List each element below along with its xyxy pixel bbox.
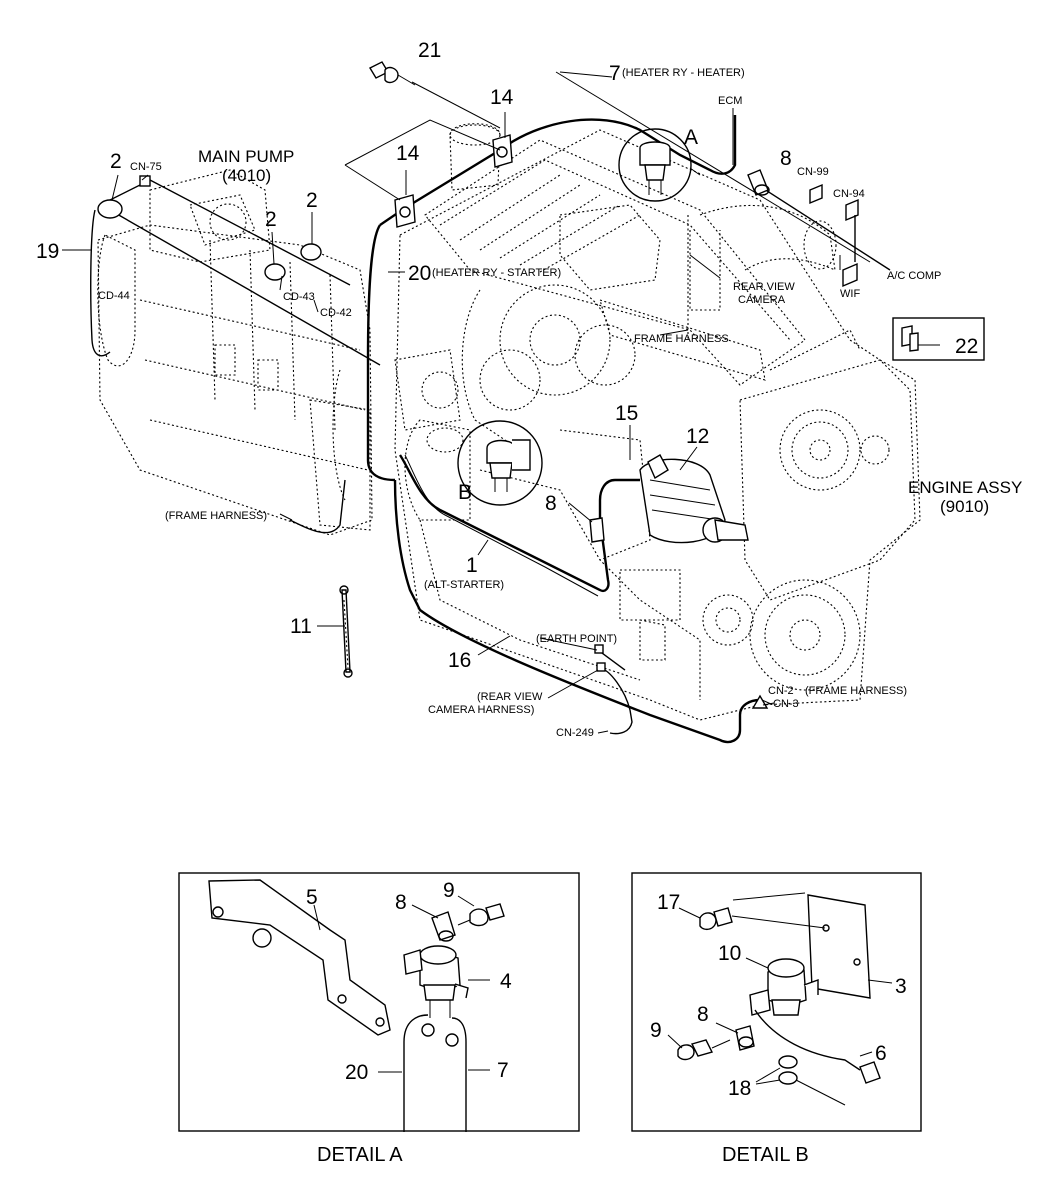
label-engine-assy: ENGINE ASSY [908,478,1022,497]
label-main-pump: MAIN PUMP [198,147,294,166]
detail-a-marker: A [684,126,698,149]
label-cn-3: CN-3 [773,698,799,710]
label-frame-harness-right: (FRAME HARNESS) [805,685,907,697]
detail-a-callout-5: 5 [306,886,318,909]
main-callouts: 21 7 14 14 2 2 2 19 20 8 22 15 12 8 1 11… [36,39,978,672]
detail-b-callout-3: 3 [895,975,907,998]
harness-wires [90,115,891,744]
callout-19: 19 [36,240,59,263]
engine-assembly-drawing [394,123,921,721]
label-frame-harness-top: FRAME HARNESS [634,333,729,345]
part-22-box [892,317,985,361]
label-cn-249: CN-249 [556,727,594,739]
detail-a-callout-9: 9 [443,879,455,902]
callout-7: 7 [609,62,621,85]
label-ecm: ECM [718,95,742,107]
callout-16: 16 [448,649,471,672]
callout-15: 15 [615,402,638,425]
callout-14-lower: 14 [396,142,420,165]
label-cn-94: CN-94 [833,188,865,200]
label-engine-assy-code: (9010) [940,497,989,516]
main-pump-drawing [97,169,373,536]
detail-a-caption: DETAIL A [317,1144,403,1166]
detail-b-panel: 17 10 3 8 9 6 18 DETAIL B [631,872,922,1166]
label-earth-point: (EARTH POINT) [536,633,617,645]
detail-b-callout-8: 8 [697,1003,709,1026]
detail-b-callout-18: 18 [728,1077,751,1100]
detail-a-circle [618,128,692,202]
label-rear-view-camera-1: REAR VIEW [733,281,795,293]
label-frame-harness-left: (FRAME HARNESS) [165,510,267,522]
label-ac-comp: A/C COMP [887,270,941,282]
detail-a-callout-20: 20 [345,1061,368,1084]
label-rear-view-camera-2: CAMERA [738,294,786,306]
label-cn-99: CN-99 [797,166,829,178]
callout-8-upper: 8 [780,147,792,170]
label-cn-75: CN-75 [130,161,162,173]
label-heater-ry-heater: (HEATER RY - HEATER) [622,67,745,79]
small-parts [97,61,859,709]
leader-lines [62,71,940,734]
label-cd-42: CD-42 [320,307,352,319]
detail-a-panel: 5 8 9 4 20 7 DETAIL A [178,872,580,1166]
detail-b-callout-17: 17 [657,891,680,914]
label-wif: WIF [840,288,860,300]
label-rear-view-harness-2: CAMERA HARNESS) [428,704,534,716]
callout-11: 11 [290,615,312,638]
callout-2-middle: 2 [265,208,277,231]
label-cd-43: CD-43 [283,291,315,303]
callout-14-upper: 14 [490,86,514,109]
detail-b-marker: B [458,481,472,504]
detail-a-callout-8: 8 [395,891,407,914]
label-rear-view-harness-1: (REAR VIEW [477,691,543,703]
label-main-pump-code: (4010) [222,166,271,185]
label-alt-starter: (ALT-STARTER) [424,579,504,591]
callout-22: 22 [955,335,978,358]
callout-21: 21 [418,39,441,62]
callout-20: 20 [408,262,431,285]
detail-a-callout-4: 4 [500,970,512,993]
callout-2-right: 2 [306,189,318,212]
label-cd-44: CD-44 [98,290,130,302]
detail-b-callout-10: 10 [718,942,741,965]
label-cn-2: CN-2 [768,685,794,697]
detail-b-circle [457,420,543,506]
detail-b-callout-6: 6 [875,1042,887,1065]
detail-b-caption: DETAIL B [722,1144,809,1166]
callout-8-lower: 8 [545,492,557,515]
alternator-drawing [639,454,749,544]
callout-2-left: 2 [110,150,122,173]
detail-b-callout-9: 9 [650,1019,662,1042]
callout-1: 1 [466,554,478,577]
callout-12: 12 [686,425,709,448]
main-labels: (HEATER RY - HEATER) ECM CN-99 CN-94 CN-… [98,67,1022,739]
detail-a-callout-7: 7 [497,1059,509,1082]
label-heater-ry-starter: (HEATER RY - STARTER) [432,267,561,279]
